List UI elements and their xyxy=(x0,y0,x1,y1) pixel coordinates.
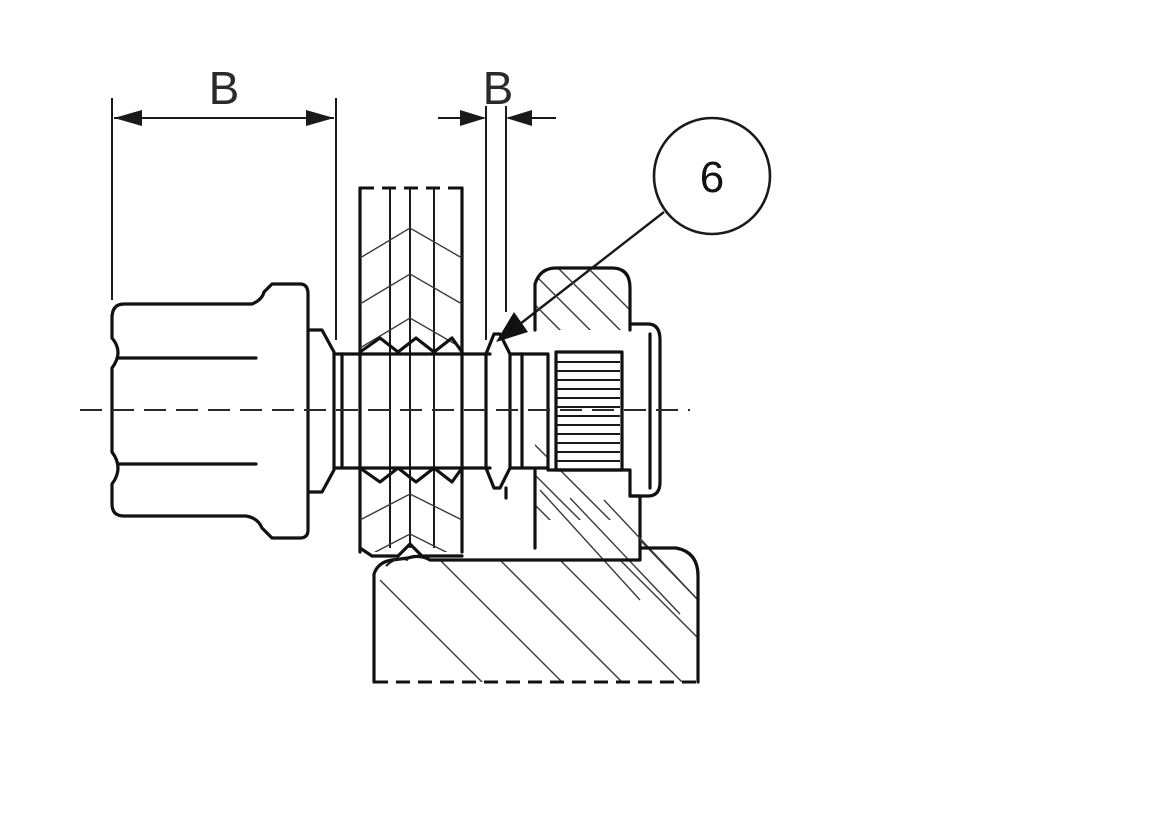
hex-nut-left xyxy=(110,282,336,540)
knurled-end xyxy=(554,322,662,498)
callout-arrowhead xyxy=(496,312,528,342)
callout-balloon xyxy=(652,116,772,236)
washer-stack xyxy=(358,186,464,558)
hex-nut-right-hatch xyxy=(535,268,630,520)
base-plate-outline xyxy=(372,546,700,684)
washer-hatch-top xyxy=(359,227,463,348)
base-plate-notch xyxy=(385,557,409,567)
arrowhead-right-a xyxy=(460,110,486,126)
dimension-label-left: B xyxy=(209,62,240,114)
washer-hatch-bottom xyxy=(359,493,463,552)
dimension-right: B xyxy=(438,62,556,340)
arrowhead-left-b xyxy=(306,110,334,126)
knurl-lines xyxy=(556,361,620,462)
arrowhead-left-a xyxy=(114,110,142,126)
hex-nut-left-outline xyxy=(110,282,310,540)
callout: 6 xyxy=(496,116,772,342)
knurl-body xyxy=(554,350,624,472)
washer-bore-bottom xyxy=(358,466,464,484)
dimension-left: B xyxy=(111,62,337,340)
arrowhead-right-b xyxy=(506,110,532,126)
post-hatch xyxy=(539,489,699,615)
conical-washer xyxy=(484,332,512,500)
base-plate xyxy=(372,489,700,684)
hex-nut-right-outline xyxy=(533,266,632,332)
dimension-label-right: B xyxy=(483,62,514,114)
hex-nut-right xyxy=(533,266,642,550)
washer-bore-top xyxy=(358,336,464,354)
base-plate-hatch xyxy=(379,560,698,682)
washer-bottom-edge xyxy=(358,542,464,558)
hex-nut-right-lower xyxy=(546,468,642,550)
hex-nut-left-chamfer xyxy=(306,328,336,494)
callout-label: 6 xyxy=(700,153,724,202)
